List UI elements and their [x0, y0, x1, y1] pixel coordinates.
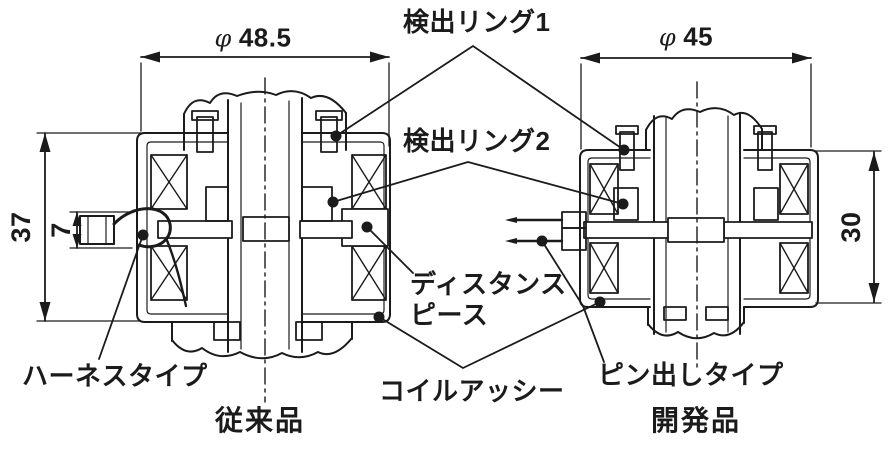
- detection-ring-2-right-dot: [617, 198, 629, 210]
- right-shaft-break-bottom: [647, 321, 745, 340]
- harness-type-dot: [137, 229, 149, 241]
- callout-dots: [137, 130, 630, 323]
- leader-lines: [98, 45, 625, 369]
- detection-ring-2-left-dot: [327, 196, 339, 208]
- detection-ring-2-part: [301, 186, 333, 222]
- caption-developed-product: 開発品: [650, 405, 742, 436]
- callout-harness-type: ハーネスタイプ: [22, 361, 208, 391]
- distance-piece-leader: [366, 226, 414, 274]
- coil-box: [779, 163, 809, 215]
- callout-coil-assembly: コイルアッシー: [379, 376, 565, 406]
- detection-ring-2-part: [205, 186, 229, 222]
- callout-distance-piece: ディスタンス ピース: [410, 269, 567, 331]
- callout-distance-piece-line2: ピース: [410, 300, 489, 330]
- harness-wire: [79, 207, 188, 308]
- left-cross-section: [79, 77, 391, 403]
- coil-box: [589, 163, 619, 215]
- right-cross-section: [505, 81, 819, 369]
- detection-ring-2-part: [753, 187, 779, 221]
- detection-ring-1-part: [196, 116, 214, 153]
- coil-assembly-leader: [378, 301, 601, 369]
- coil-assembly-right-dot: [594, 296, 606, 308]
- right-shaft-break-top: [645, 107, 763, 131]
- detection-ring-1-right-dot: [618, 144, 630, 156]
- phi-symbol: φ: [658, 23, 677, 52]
- callout-pin-type: ピン出しタイプ: [598, 360, 784, 390]
- coil-box: [779, 242, 809, 294]
- right-stator-housing: [743, 149, 819, 308]
- distance-piece-dot: [361, 221, 373, 233]
- left-shaft-break-top: [183, 90, 347, 115]
- detection-ring-1-part: [757, 131, 773, 171]
- harness-type-leader: [98, 234, 144, 360]
- detection-ring-2-part: [613, 187, 639, 221]
- callout-detection-ring-1: 検出リング1: [403, 7, 551, 37]
- caption-conventional-product: 従来品: [214, 405, 306, 436]
- phi-symbol: φ: [214, 24, 232, 53]
- pin-type-leader: [541, 240, 605, 363]
- coil-assembly-left-dot: [373, 311, 385, 323]
- dimension-lines: [36, 51, 882, 322]
- callout-detection-ring-2: 検出リング2: [403, 126, 551, 156]
- detection-ring-2-leader: [332, 161, 624, 205]
- dimension-7: 7: [46, 222, 76, 238]
- coil-box: [589, 242, 619, 294]
- detection-ring-1-leader: [335, 45, 625, 151]
- coil-box: [150, 154, 188, 210]
- detection-ring-1-left-dot: [330, 130, 342, 142]
- callout-distance-piece-line1: ディスタンス: [410, 269, 567, 299]
- dimension-30: 30: [836, 211, 866, 243]
- dimension-37: 37: [6, 211, 36, 243]
- left-shaft-break-bottom: [171, 337, 353, 360]
- pin-type-dot: [536, 235, 548, 247]
